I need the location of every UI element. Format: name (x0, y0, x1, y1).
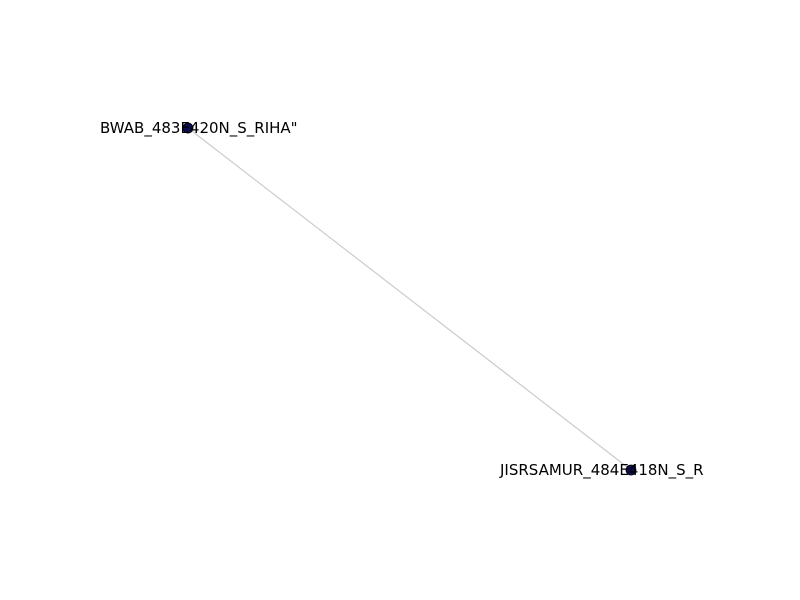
node-label-jisrsamur: JISRSAMUR_484E418N_S_R (499, 461, 704, 480)
graph-edge (187, 127, 632, 471)
graph-node (625, 464, 637, 476)
node-label-bwab: BWAB_483E420N_S_RIHA" (100, 119, 298, 138)
graph-node (182, 122, 194, 134)
